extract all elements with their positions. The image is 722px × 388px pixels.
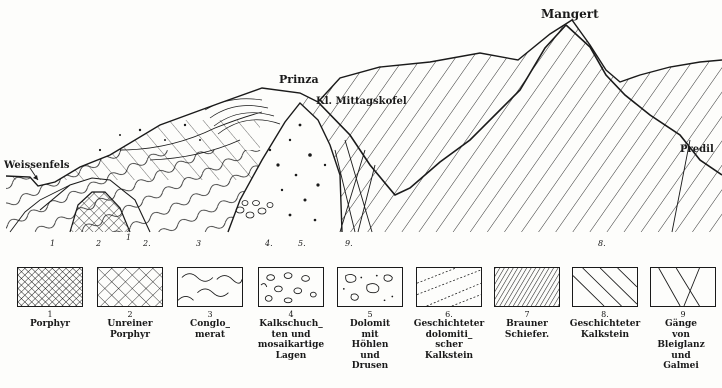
profile-unit-number: 9.	[345, 239, 353, 248]
profile-unit-number: 1	[126, 233, 131, 242]
legend-swatch-dolomit	[337, 267, 403, 307]
legend-swatch-kalkschutt	[258, 267, 324, 307]
legend-number: 9	[650, 310, 716, 319]
profile-unit-number: 8.	[598, 239, 606, 248]
legend-label-conglomerat: Conglo_ merat	[169, 319, 251, 340]
legend-label-kalkschutt: Kalkschuch_ ten und mosaikartige Lagen	[250, 319, 332, 361]
legend-number: 6.	[416, 310, 482, 319]
profile-unit-number: 5.	[298, 239, 306, 248]
legend-swatch-conglomerat	[177, 267, 243, 307]
peak-label-mangert: Mangert	[541, 7, 599, 21]
peak-label-prinza: Prinza	[279, 73, 319, 86]
cross-section-profile	[0, 0, 722, 250]
legend-label-geschichteter-kalkstein: Geschichteter Kalkstein	[564, 319, 646, 340]
peak-label-predil: Predil	[680, 144, 714, 155]
peak-label-weissenfels: Weissenfels	[4, 160, 70, 171]
legend-label-brauner-schiefer: Brauner Schiefer.	[486, 319, 568, 340]
legend-number: 1	[17, 310, 83, 319]
legend-number: 4	[258, 310, 324, 319]
profile-unit-number: 1	[50, 239, 55, 248]
legend-swatch-porphyr	[17, 267, 83, 307]
peak-label-mittagskofel: Kl. Mittagskofel	[316, 96, 407, 107]
profile-unit-number: 2.	[143, 239, 151, 248]
legend-swatch-bleiglanz-gaenge	[650, 267, 716, 307]
profile-unit-number: 2	[96, 239, 101, 248]
legend-number: 8.	[572, 310, 638, 319]
profile-unit-number: 3	[196, 239, 201, 248]
legend-swatch-brauner-schiefer	[494, 267, 560, 307]
legend-swatch-unreiner-porphyr	[97, 267, 163, 307]
legend-swatch-geschichteter-kalkstein	[572, 267, 638, 307]
legend-label-dolomitischer-kalkstein: Geschichteter dolomiti_ scher Kalkstein	[408, 319, 490, 361]
profile-unit-number: 4.	[265, 239, 273, 248]
legend-label-unreiner-porphyr: Unreiner Porphyr	[89, 319, 171, 340]
legend-number: 7	[494, 310, 560, 319]
legend-number: 5	[337, 310, 403, 319]
legend-label-porphyr: Porphyr	[9, 319, 91, 330]
legend-label-dolomit: Dolomit mit Höhlen und Drusen	[329, 319, 411, 372]
legend-label-bleiglanz-gaenge: Gänge von Bleiglanz und Galmei	[640, 319, 722, 372]
legend-number: 2	[97, 310, 163, 319]
legend-swatch-dolomitischer-kalkstein	[416, 267, 482, 307]
legend-number: 3	[177, 310, 243, 319]
